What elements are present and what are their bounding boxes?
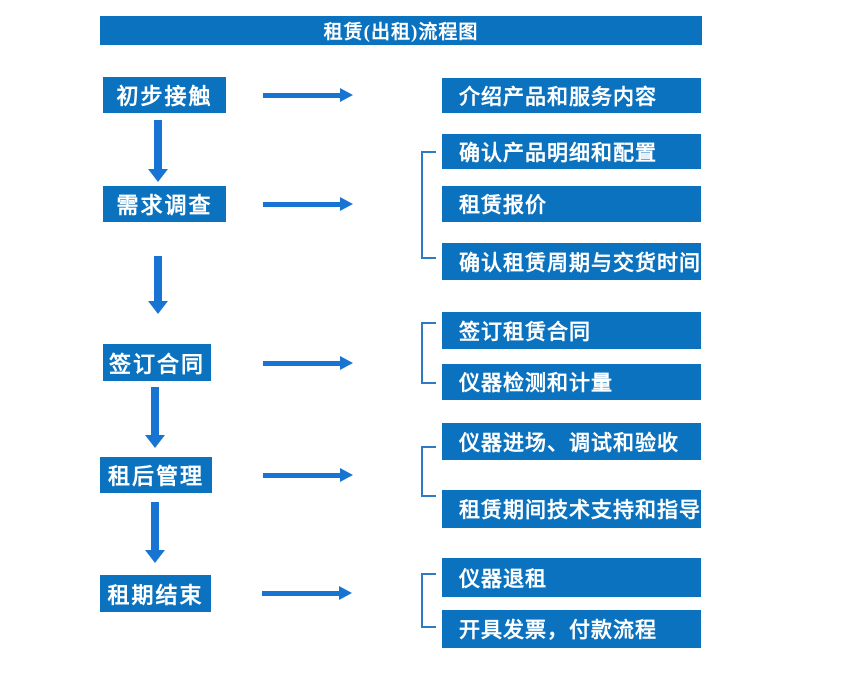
detail-box-technical-support: 租赁期间技术支持和指导 — [442, 490, 701, 528]
detail-box-instrument-setup: 仪器进场、调试和验收 — [442, 423, 701, 460]
detail-box-instrument-testing: 仪器检测和计量 — [442, 364, 701, 400]
right-arrow-icon — [262, 586, 352, 600]
detail-box-instrument-return: 仪器退租 — [442, 558, 701, 597]
page-title: 租赁(出租)流程图 — [100, 16, 702, 45]
group-bracket — [421, 151, 436, 259]
detail-box-sign-rental-contract: 签订租赁合同 — [442, 312, 701, 349]
down-arrow-icon — [145, 387, 165, 448]
right-arrow-icon — [263, 197, 353, 211]
stage-box-demand-survey: 需求调查 — [103, 186, 226, 222]
stage-box-sign-contract: 签订合同 — [103, 344, 211, 381]
right-arrow-icon — [263, 88, 353, 102]
right-arrow-icon — [263, 468, 353, 482]
stage-box-initial-contact: 初步接触 — [103, 77, 226, 113]
down-arrow-icon — [145, 502, 165, 563]
down-arrow-icon — [148, 120, 168, 182]
detail-box-invoice-payment: 开具发票，付款流程 — [442, 610, 701, 648]
detail-box-introduce-products: 介绍产品和服务内容 — [442, 78, 701, 113]
stage-box-post-rental-management: 租后管理 — [100, 457, 212, 493]
right-arrow-icon — [263, 356, 353, 370]
detail-box-rental-quote: 租赁报价 — [442, 186, 701, 222]
group-bracket — [421, 446, 436, 497]
detail-box-confirm-rental-period: 确认租赁周期与交货时间 — [442, 243, 701, 280]
down-arrow-icon — [148, 256, 168, 314]
group-bracket — [421, 322, 436, 384]
stage-box-rental-end: 租期结束 — [100, 575, 211, 612]
group-bracket — [421, 573, 436, 628]
detail-box-confirm-product-details: 确认产品明细和配置 — [442, 134, 701, 169]
